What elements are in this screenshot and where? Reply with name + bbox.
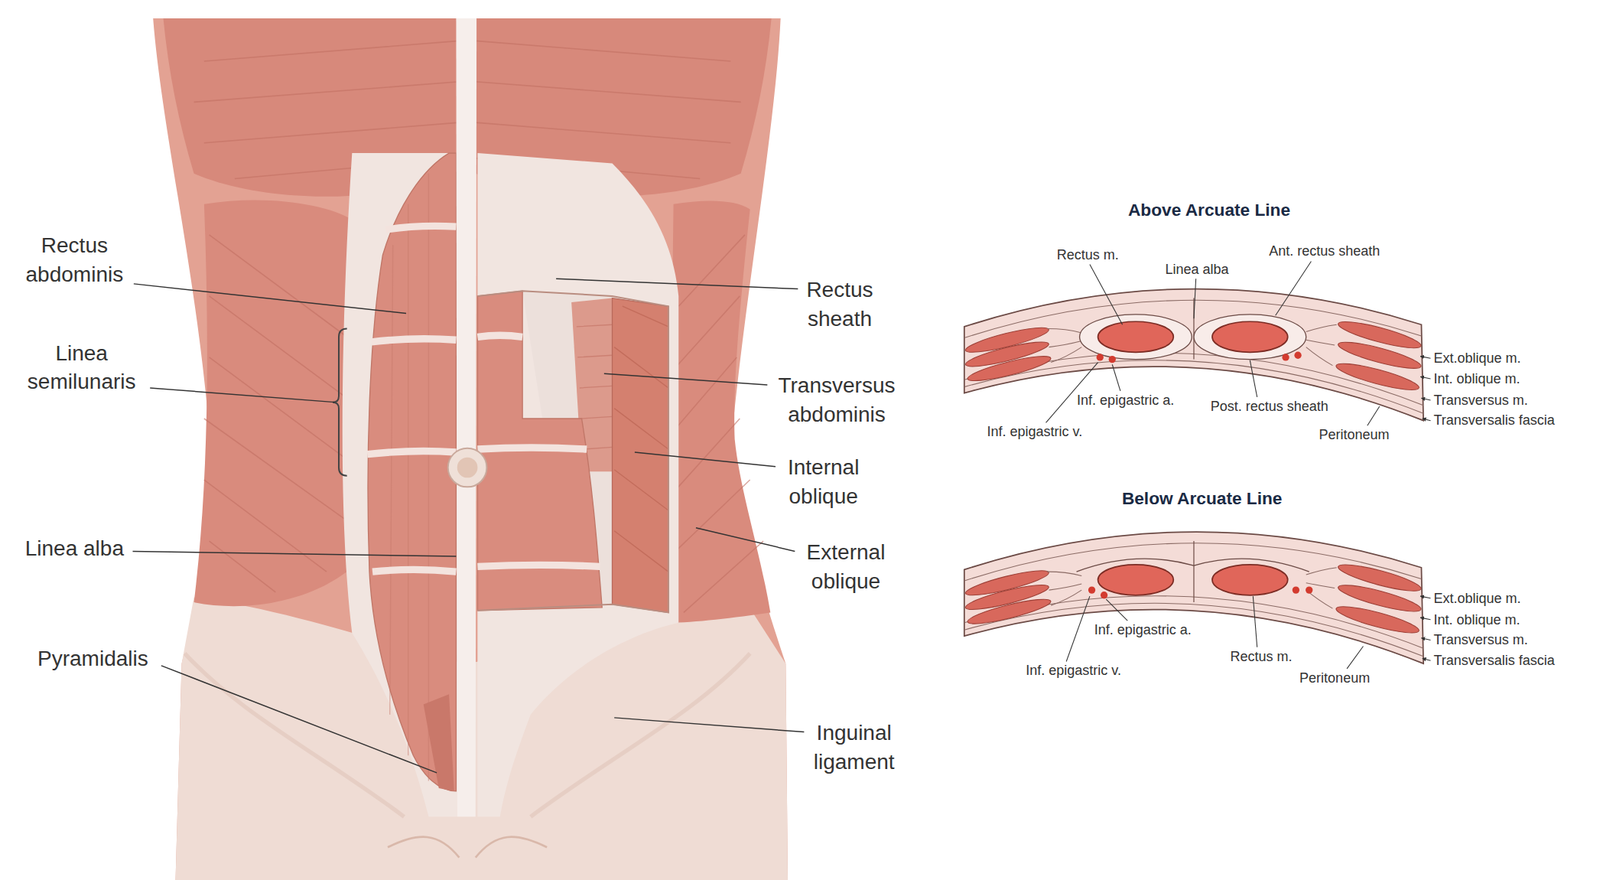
part-label: Inf. epigastric v. — [1025, 662, 1122, 679]
part-label: Rectus sheath — [786, 275, 894, 334]
part-label: Transversus m. — [1434, 392, 1529, 409]
part-label: Transversalis fascia — [1434, 412, 1555, 429]
part-label: Ant. rectus sheath — [1268, 243, 1380, 260]
part-label: Transversus m. — [1434, 631, 1529, 648]
part-label: Ext.oblique m. — [1434, 590, 1522, 607]
torso — [152, 18, 788, 880]
cross-section — [963, 531, 1424, 664]
part-label: Linea alba — [25, 533, 124, 563]
part-label: Inf. epigastric a. — [1076, 392, 1174, 409]
part-label: Pyramidalis — [37, 643, 149, 674]
part-label: Int. oblique m. — [1434, 370, 1521, 387]
part-label: Rectus m. — [1230, 648, 1293, 665]
rectus-sheath — [342, 152, 680, 817]
part-label: Peritoneum — [1299, 669, 1370, 687]
part-label: Inf. epigastric a. — [1094, 621, 1192, 638]
part-label: Rectus m. — [1056, 247, 1119, 264]
midline — [185, 18, 751, 858]
dissection-window — [477, 290, 668, 612]
section-title: Above Arcuate Line — [1128, 199, 1291, 220]
part-label: Linea semilunaris — [14, 338, 149, 397]
leader-lines — [132, 278, 804, 773]
part-label: Inf. epigastric v. — [987, 423, 1083, 440]
leader-lines — [1046, 261, 1380, 669]
rectus-muscle — [367, 152, 456, 791]
pointer-arrows — [1420, 356, 1431, 661]
part-label: Int. oblique m. — [1434, 611, 1521, 628]
part-label: Transversus abdominis — [760, 370, 914, 430]
cross-section — [963, 289, 1424, 421]
part-label: Ext.oblique m. — [1434, 350, 1522, 367]
part-label: Transversalis fascia — [1434, 652, 1555, 669]
part-label: External oblique — [788, 537, 904, 596]
part-label: Inguinal ligament — [793, 718, 916, 777]
section-title: Below Arcuate Line — [1121, 487, 1283, 508]
part-label: Internal oblique — [766, 452, 882, 511]
part-label: Post. rectus sheath — [1210, 398, 1329, 415]
bracket — [332, 328, 348, 476]
part-label: Rectus abdominis — [9, 230, 140, 290]
part-label: Peritoneum — [1318, 426, 1389, 443]
part-label: Linea alba — [1165, 261, 1230, 278]
